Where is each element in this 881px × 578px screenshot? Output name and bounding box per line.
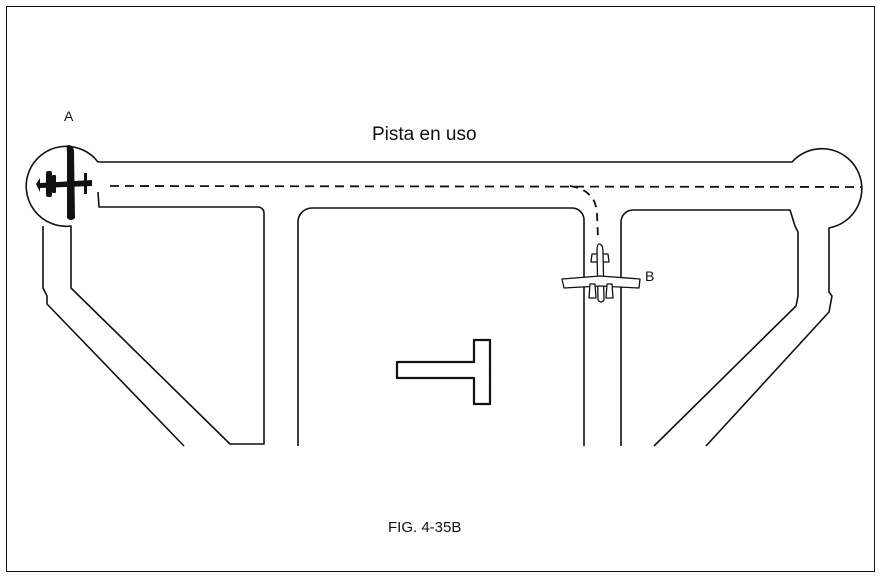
twin-engine-aircraft-icon [561,243,641,303]
runway-bottom-left-edge [97,191,265,226]
center-block [297,207,585,446]
runway-top-edge [98,147,863,447]
runway-left-end-circle [25,145,265,445]
aircraft-a-label: A [64,108,74,124]
aircraft-b-label: B [645,268,655,284]
runway-label: Pista en uso [372,124,477,145]
left-taxiway-outer [42,226,185,447]
taxi-route-b [569,185,599,239]
figure-caption: FIG. 4-35B [388,519,462,536]
bomber-aircraft-icon [36,145,92,220]
figure-frame [6,6,875,572]
landing-t-marker [395,338,492,406]
runway-centerline [109,185,863,188]
right-block [620,209,799,447]
